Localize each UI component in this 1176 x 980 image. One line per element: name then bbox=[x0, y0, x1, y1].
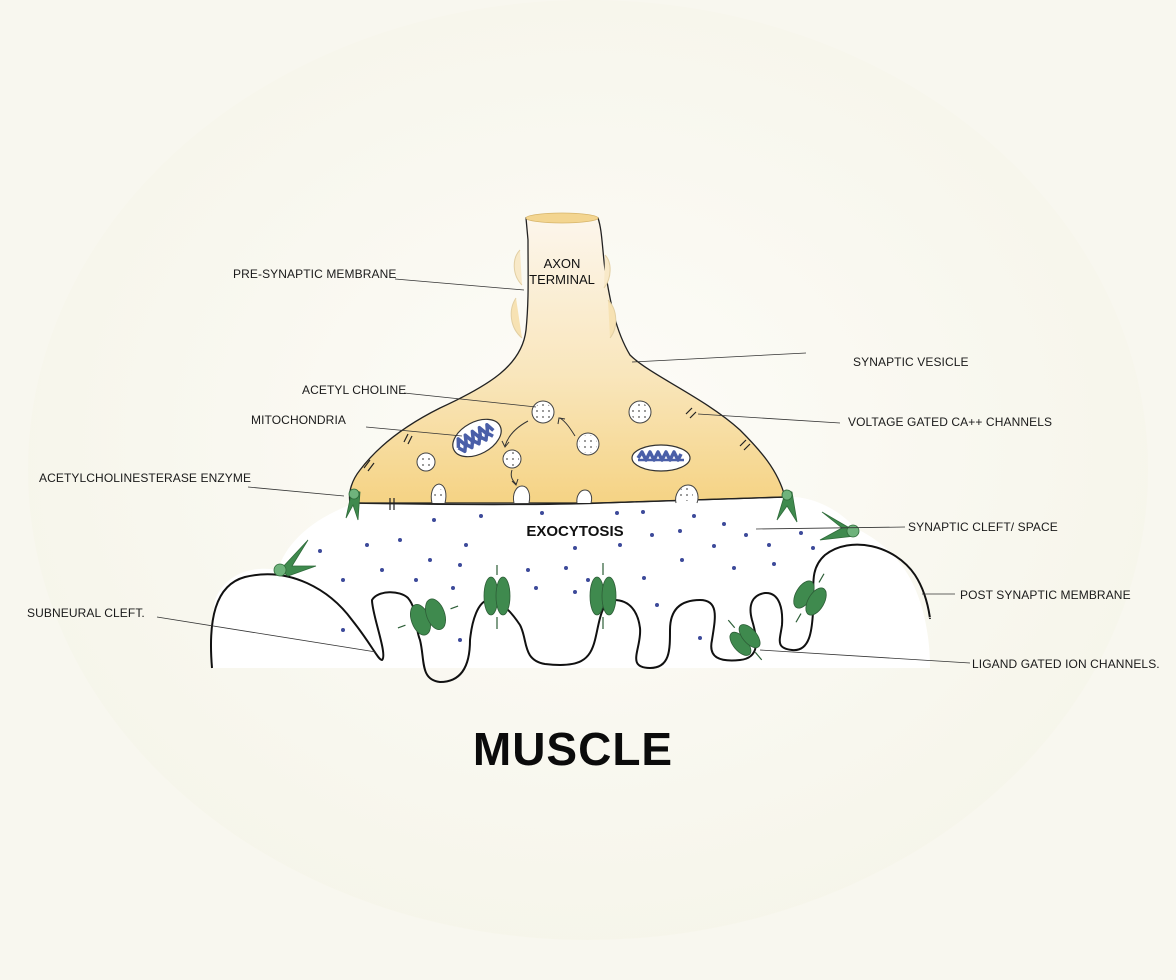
pre-synaptic-membrane-label: PRE-SYNAPTIC MEMBRANE bbox=[233, 267, 397, 281]
ligand-gated-ion-channels bbox=[397, 563, 827, 661]
exocytosis-label: EXOCYTOSIS bbox=[526, 523, 624, 540]
acetylcholinesterase-enzyme-label: ACETYLCHOLINESTERASE ENZYME bbox=[39, 471, 252, 485]
mitochondria-label: MITOCHONDRIA bbox=[251, 413, 346, 427]
voltage-gated-channel-marks bbox=[363, 407, 751, 510]
synaptic-vesicles bbox=[416, 400, 699, 504]
acetyl-choline-label: ACETYL CHOLINE bbox=[302, 383, 407, 397]
ligand-gated-channels-label: LIGAND GATED ION CHANNELS. bbox=[972, 657, 1160, 671]
axon-terminal-label: AXON TERMINAL bbox=[522, 256, 602, 288]
post-synaptic-membrane bbox=[209, 543, 931, 684]
mitochondrion-left bbox=[452, 418, 502, 458]
leader-lines bbox=[156, 278, 971, 664]
axon-terminal-line1: AXON bbox=[543, 256, 581, 271]
axon-bulge bbox=[513, 249, 523, 286]
diagram-title: MUSCLE bbox=[472, 723, 674, 775]
axon-terminal-line2: TERMINAL bbox=[529, 272, 595, 287]
neurotransmitter-dots bbox=[318, 510, 815, 642]
subneural-cleft-label: SUBNEURAL CLEFT. bbox=[27, 606, 145, 620]
post-synaptic-membrane-label: POST SYNAPTIC MEMBRANE bbox=[960, 588, 1131, 602]
synaptic-cleft-label: SYNAPTIC CLEFT/ SPACE bbox=[908, 520, 1058, 534]
vesicle-movement-arrows bbox=[501, 417, 576, 486]
synaptic-cleft-region bbox=[211, 496, 930, 668]
voltage-gated-channels-label: VOLTAGE GATED CA++ CHANNELS bbox=[848, 415, 1053, 429]
mitochondrion-right bbox=[631, 444, 691, 472]
synaptic-vesicle-label: SYNAPTIC VESICLE bbox=[853, 355, 969, 369]
